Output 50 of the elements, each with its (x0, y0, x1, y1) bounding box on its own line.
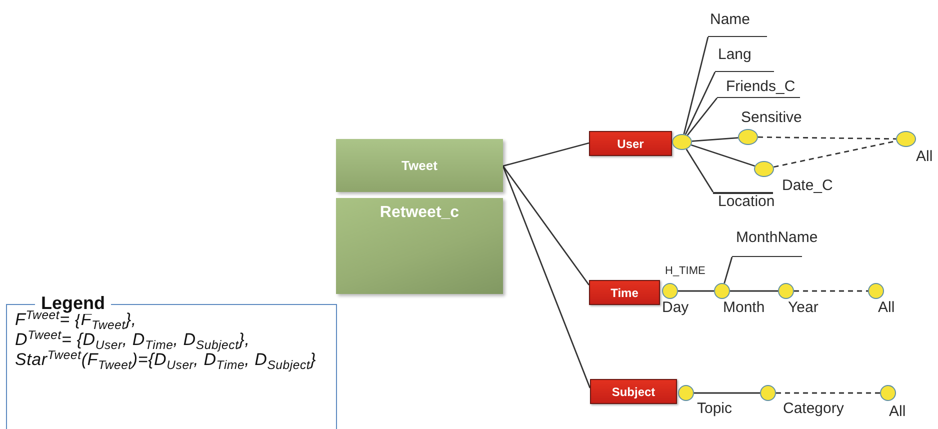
level-label: All (916, 148, 933, 166)
level-label: All (889, 403, 906, 421)
connector-line (502, 166, 590, 286)
level-label: Sensitive (741, 109, 802, 127)
connector-line (502, 142, 590, 167)
level-node (678, 385, 694, 401)
dimension-box: Subject (590, 379, 677, 404)
connector-line (683, 36, 709, 134)
connector-line (684, 72, 716, 135)
hierarchy-name-label: H_TIME (665, 265, 706, 278)
measure-box: Retweet_c (336, 198, 503, 294)
fact-table-box: Tweet (336, 139, 503, 192)
level-node (754, 161, 774, 177)
level-label: Day (662, 299, 689, 317)
level-node (880, 385, 896, 401)
dimension-box: User (589, 131, 672, 156)
dashed-connector (794, 290, 868, 292)
attribute-label: Location (713, 192, 781, 212)
level-label: Month (723, 299, 765, 317)
level-label: Date_C (782, 177, 833, 195)
attribute-label: Lang (715, 46, 774, 72)
level-label: All (878, 299, 895, 317)
level-node (738, 129, 758, 145)
dashed-connector (758, 136, 896, 140)
connector-line (686, 148, 714, 192)
level-node (714, 283, 730, 299)
connector-line (692, 137, 738, 142)
level-node (778, 283, 794, 299)
level-node (672, 134, 692, 150)
connector-line (502, 166, 591, 388)
dashed-connector (776, 392, 880, 394)
level-label: Year (788, 299, 818, 317)
connector-line (686, 98, 718, 136)
connector-line (730, 290, 778, 292)
level-node (662, 283, 678, 299)
formula-text: D$^{Tweet}$= {D$_{User}$, D$_{Time}$, D$_{Subject}$}, (15, 330, 250, 350)
connector-line (678, 290, 714, 292)
connector-line (690, 144, 756, 167)
attribute-label: MonthName (732, 229, 826, 257)
level-label: Category (783, 400, 844, 418)
attribute-label: Name (708, 11, 767, 37)
level-node (760, 385, 776, 401)
connector-line (724, 256, 733, 284)
attribute-label: Friends_C (717, 78, 800, 98)
level-label: Topic (697, 400, 732, 418)
formula-text: Star$^{Tweet}$(F$_{Tweet}$)={D$_{User}$, D$_{Time}$, D$_{Subject}$} (15, 350, 316, 370)
connector-line (694, 392, 760, 394)
level-node (896, 131, 916, 147)
dimension-box: Time (589, 280, 660, 305)
level-node (868, 283, 884, 299)
